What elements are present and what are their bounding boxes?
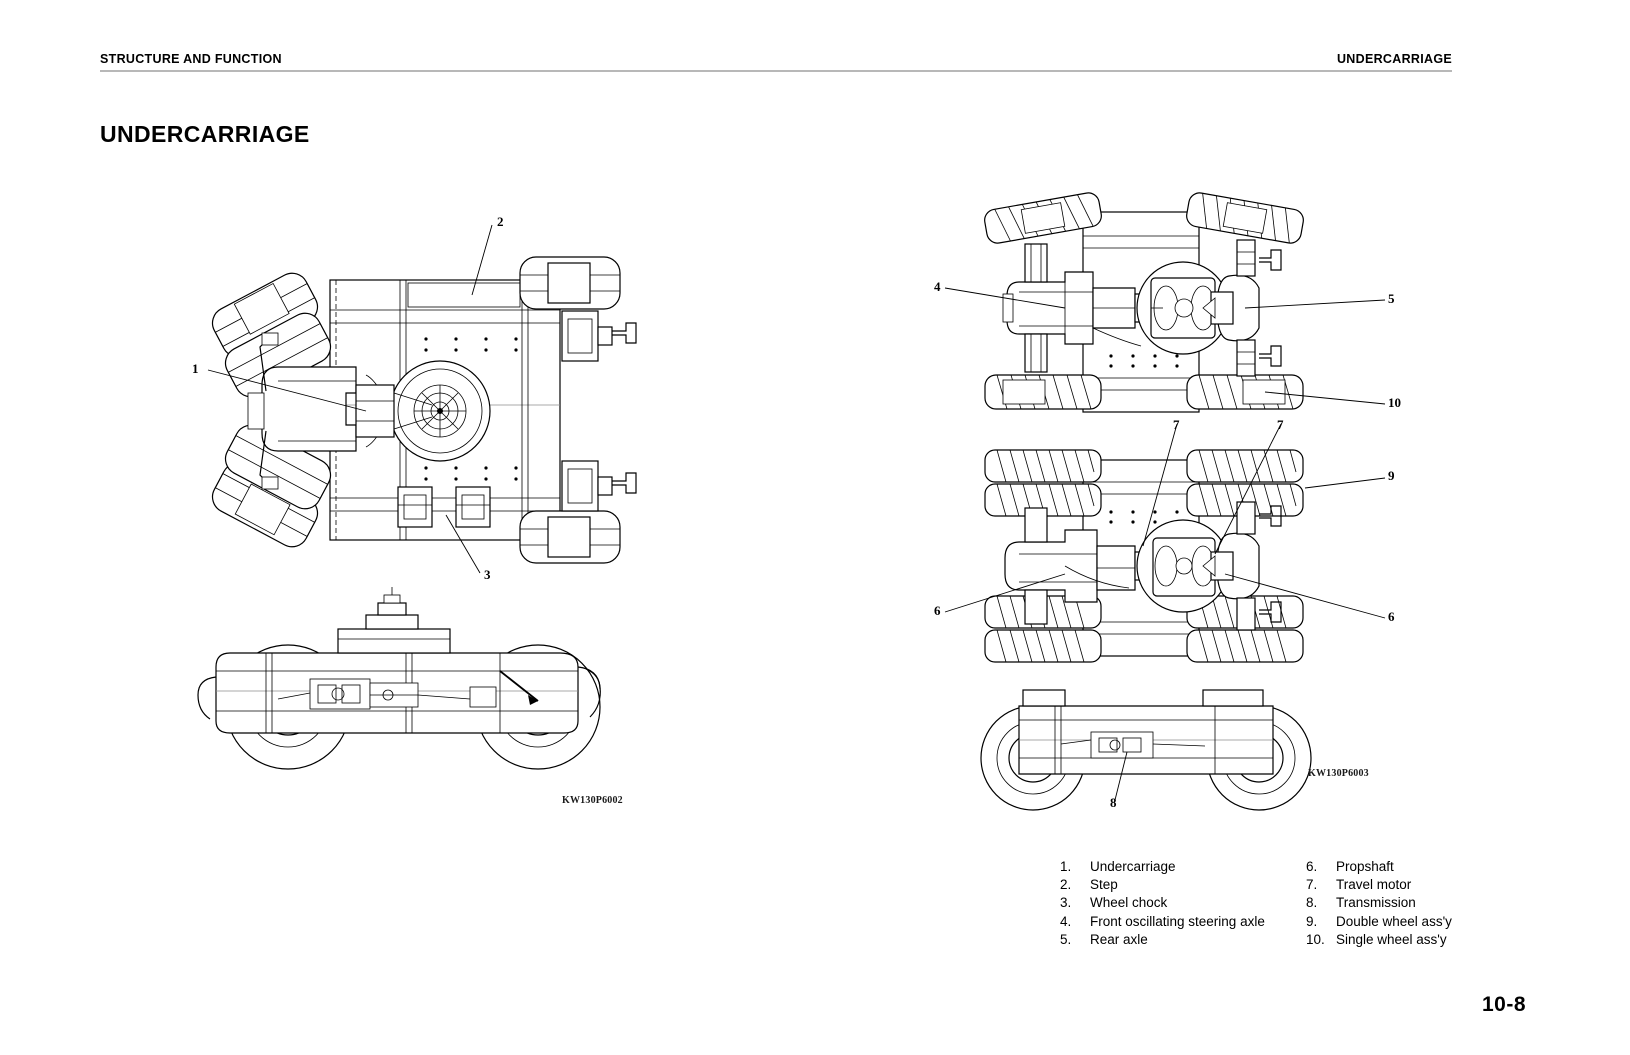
legend-item: 8. Transmission — [1306, 894, 1452, 912]
callout-6-left: 6 — [934, 603, 941, 618]
front-steering-axle-upper — [1002, 243, 1094, 373]
tire-upper-right-rear — [1186, 374, 1304, 410]
middle-plan-view — [944, 423, 1386, 663]
callout-5: 5 — [1388, 291, 1395, 306]
figure-axles-and-drivetrain: 4 5 10 7 7 9 6 6 8 KW130P6003 — [915, 192, 1415, 816]
legend-item: 5. Rear axle — [1060, 931, 1265, 949]
callout-6-right: 6 — [1388, 609, 1395, 624]
legend-column-right: 6. Propshaft 7. Travel motor 8. Transmis… — [1306, 858, 1452, 949]
axle-assembly-middle — [1004, 501, 1282, 631]
wheel-chock-right — [455, 486, 491, 528]
figure-right-code: KW130P6003 — [1308, 768, 1369, 779]
wheel-chock-left — [397, 486, 433, 528]
legend-item: 4. Front oscillating steering axle — [1060, 913, 1265, 931]
wheel-front-left — [211, 272, 319, 358]
legend-number: 10. — [1306, 931, 1325, 947]
legend-number: 1. — [1060, 859, 1072, 874]
leader-3 — [445, 514, 481, 574]
legend-number: 4. — [1060, 913, 1072, 929]
header-left-title: STRUCTURE AND FUNCTION — [100, 52, 282, 66]
plan-view-group — [207, 224, 637, 574]
callout-7-left: 7 — [1173, 417, 1180, 432]
legend-label: Single wheel ass'y — [1336, 931, 1447, 947]
legend-item: 10. Single wheel ass'y — [1306, 931, 1452, 949]
legend-number: 2. — [1060, 877, 1072, 893]
end-view — [980, 689, 1312, 811]
tire-upper-right — [1186, 192, 1304, 244]
legend-label: Double wheel ass'y — [1336, 913, 1452, 929]
front-oscillating-axle — [247, 332, 433, 490]
deck-fastener-dots — [424, 337, 518, 481]
legend-item: 7. Travel motor — [1306, 876, 1452, 894]
page-number: 10-8 — [1481, 993, 1526, 1016]
double-tire-right-front — [1186, 449, 1304, 483]
wheel-rear-right — [519, 510, 621, 564]
callout-7-right: 7 — [1277, 417, 1284, 432]
upper-plan-view — [944, 192, 1386, 413]
legend-label: Undercarriage — [1090, 859, 1176, 874]
legend-number: 9. — [1306, 913, 1318, 929]
rear-axle-upper — [1202, 239, 1282, 377]
header-right-title: UNDERCARRIAGE — [1336, 52, 1452, 66]
legend-label: Propshaft — [1336, 859, 1394, 874]
legend-label: Transmission — [1336, 895, 1416, 911]
figure-undercarriage-plan-and-side: 1 2 3 KW130P6002 — [170, 215, 670, 815]
header-divider — [100, 70, 1452, 72]
wheel-rear-left — [519, 256, 621, 310]
callout-2: 2 — [497, 214, 504, 229]
side-view-group — [197, 587, 601, 770]
wheel-front-right-outer — [224, 424, 332, 510]
tire-upper-left — [984, 192, 1102, 244]
legend-label: Step — [1090, 877, 1118, 893]
legend-item: 2. Step — [1060, 876, 1265, 894]
legend-label: Travel motor — [1336, 877, 1412, 893]
callout-1: 1 — [192, 361, 199, 376]
callout-4: 4 — [934, 279, 941, 294]
page-header: STRUCTURE AND FUNCTION UNDERCARRIAGE — [100, 46, 1452, 72]
legend-item: 9. Double wheel ass'y — [1306, 913, 1452, 931]
legend-number: 6. — [1306, 859, 1318, 874]
legend-number: 5. — [1060, 931, 1072, 947]
double-tire-right-rear-b — [1186, 629, 1304, 663]
double-tire-left-rear-b — [984, 629, 1102, 663]
legend-item: 3. Wheel chock — [1060, 894, 1265, 912]
wheel-front-right — [211, 462, 319, 548]
legend-label: Front oscillating steering axle — [1090, 913, 1265, 929]
double-tire-right-rear — [1186, 483, 1304, 517]
transmission-end-view — [1060, 731, 1206, 759]
callout-9: 9 — [1388, 468, 1395, 483]
legend-label: Wheel chock — [1090, 895, 1168, 911]
figure-left-code: KW130P6002 — [562, 795, 623, 806]
tire-upper-left-rear — [984, 374, 1102, 410]
leader-2 — [471, 224, 493, 296]
figure-left-drawing — [197, 224, 637, 770]
legend-column-left: 1. Undercarriage 2. Step 3. Wheel chock … — [1060, 858, 1265, 949]
legend-item: 1. Undercarriage — [1060, 858, 1265, 876]
double-tire-left-front — [984, 449, 1102, 483]
legend-number: 3. — [1060, 895, 1072, 911]
legend-number: 8. — [1306, 895, 1318, 911]
callout-10: 10 — [1388, 395, 1401, 410]
callout-3: 3 — [484, 567, 491, 582]
page-title: UNDERCARRIAGE — [100, 121, 310, 148]
legend-item: 6. Propshaft — [1306, 858, 1452, 876]
drivetrain-detail — [277, 678, 497, 710]
step-detail — [407, 282, 521, 308]
rear-axle-assembly — [561, 310, 637, 512]
leader-1 — [207, 369, 367, 412]
figure-right-drawing — [944, 192, 1386, 811]
callout-8: 8 — [1110, 795, 1117, 810]
legend-number: 7. — [1306, 877, 1318, 893]
legend-label: Rear axle — [1090, 931, 1148, 947]
